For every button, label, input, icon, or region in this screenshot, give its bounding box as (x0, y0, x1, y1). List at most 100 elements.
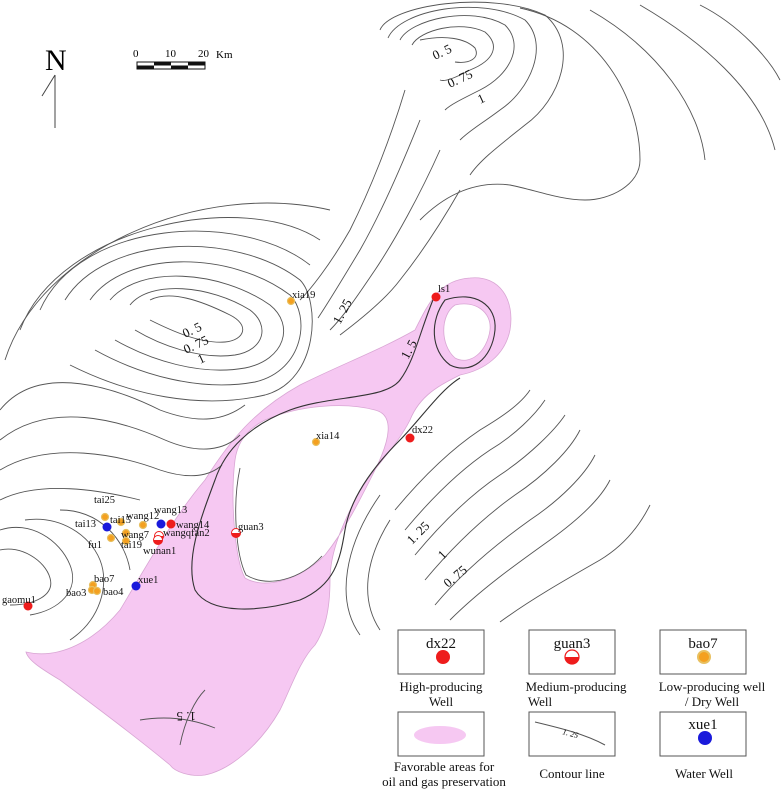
well-marker-low (121, 536, 131, 546)
well-bao4: bao4 (92, 586, 124, 598)
well-label: fu1 (88, 540, 102, 551)
well-marker-low (121, 528, 131, 538)
well-marker-medium-fill (231, 533, 241, 538)
scale-tick-20: 20 (198, 48, 210, 60)
legend-water-caption: Water Well (675, 766, 733, 781)
well-gaomu1: gaomu1 (2, 595, 36, 611)
well-dx22: dx22 (405, 425, 433, 443)
legend-contour-symbol (534, 721, 606, 746)
well-label: xue1 (138, 575, 158, 586)
well-marker-low (138, 520, 148, 530)
well-fu1: fu1 (88, 533, 116, 551)
legend-water-name: xue1 (688, 717, 717, 733)
well-xia14: xia14 (311, 431, 340, 447)
well-label: wang13 (154, 505, 187, 516)
well-wunan1: wunan1 (143, 535, 176, 557)
contours-northeast (299, 1, 781, 336)
legend-low-caption-2: / Dry Well (685, 694, 740, 709)
well-marker-medium-fill (153, 540, 163, 545)
contour-label: 1. 25 (404, 518, 433, 547)
well-tai25: tai25 (94, 495, 115, 522)
well-label: bao4 (103, 587, 124, 598)
well-label: wunan1 (143, 546, 176, 557)
well-xia19: xia19 (286, 290, 315, 306)
contour-label: 1. 5 (177, 709, 197, 724)
scale-tick-10: 10 (165, 48, 177, 60)
well-label: tai25 (94, 495, 115, 506)
well-tai19: tai19 (121, 536, 142, 551)
contour-label: 0. 5 (180, 319, 204, 341)
well-label: ls1 (438, 284, 450, 295)
well-ls1: ls1 (431, 284, 450, 302)
legend-low-symbol (697, 650, 711, 664)
well-marker-low (106, 533, 116, 543)
well-marker-high (431, 292, 441, 302)
legend-water-well: xue1 Water Well (659, 711, 747, 781)
well-label: wang7 (121, 530, 149, 541)
legend-medium-name: guan3 (554, 636, 591, 652)
well-wang14: wang14 (166, 519, 210, 531)
well-label: dx22 (412, 425, 433, 436)
well-label: wang14 (176, 520, 210, 531)
well-marker-low (100, 512, 110, 522)
legend-high-caption: High-producing (399, 679, 483, 694)
legend-medium-producing: guan3 Medium-producing Well (525, 629, 627, 709)
well-xue1: xue1 (131, 575, 158, 591)
legend-low-caption: Low-producing well (659, 679, 766, 694)
scale-tick-0: 0 (133, 48, 139, 60)
well-marker-high (23, 601, 33, 611)
legend-favorable-area: Favorable areas for oil and gas preserva… (382, 711, 506, 789)
legend-water-symbol (698, 731, 712, 745)
legend-contour-caption: Contour line (539, 766, 605, 781)
well-marker-low (92, 586, 102, 596)
well-marker-high (405, 433, 415, 443)
contour-label: 1 (195, 350, 207, 366)
scale-unit: Km (216, 49, 233, 61)
well-wang13: wang13 (154, 505, 187, 529)
contour-label: 1 (475, 90, 487, 106)
well-marker-low (116, 517, 126, 527)
well-label: xia19 (292, 290, 315, 301)
contour-label: 0. 75 (440, 562, 470, 590)
contour-label: 1. 25 (329, 296, 354, 326)
legend-contour-sample: 1. 25 (561, 727, 579, 740)
legend-favorable-caption-2: oil and gas preservation (382, 774, 506, 789)
well-label: tai13 (75, 519, 96, 530)
well-tai15: tai15 (110, 515, 131, 527)
scale-bar: 0 10 20 Km (133, 48, 233, 70)
legend-high-symbol (436, 650, 450, 664)
legend: dx22 High-producing Well guan3 Medium-pr… (382, 629, 766, 789)
well-wang7: wang7 (121, 528, 149, 541)
legend-low-name: bao7 (688, 636, 718, 652)
north-arrow: N (41, 44, 67, 128)
well-label: bao7 (94, 574, 114, 585)
legend-medium-caption-2: Well (528, 694, 553, 709)
north-letter: N (45, 44, 67, 77)
legend-low-producing: bao7 Low-producing well / Dry Well (659, 629, 766, 709)
legend-high-caption-2: Well (429, 694, 454, 709)
well-label: tai19 (121, 540, 142, 551)
legend-contour-line: 1. 25 Contour line (528, 711, 616, 781)
well-label: gaomu1 (2, 595, 36, 606)
well-label: bao3 (66, 588, 86, 599)
well-tai13: tai13 (75, 519, 112, 532)
well-marker-water (131, 581, 141, 591)
well-marker-low (311, 437, 321, 447)
well-marker-water (156, 519, 166, 529)
well-bao3: bao3 (66, 585, 97, 599)
contours-southeast (345, 389, 651, 636)
well-label: wang12 (126, 511, 159, 522)
well-guan3: guan3 (231, 522, 264, 538)
legend-high-producing: dx22 High-producing Well (397, 629, 485, 709)
well-wang12: wang12 (126, 511, 159, 530)
legend-medium-caption: Medium-producing (525, 679, 627, 694)
contour-label: 0. 5 (430, 41, 454, 63)
well-label: wangqfan2 (163, 528, 210, 539)
well-marker-water (102, 522, 112, 532)
contours-northwest (0, 202, 331, 501)
legend-favorable-symbol (414, 726, 466, 744)
legend-high-name: dx22 (426, 636, 456, 652)
well-label: xia14 (316, 431, 340, 442)
